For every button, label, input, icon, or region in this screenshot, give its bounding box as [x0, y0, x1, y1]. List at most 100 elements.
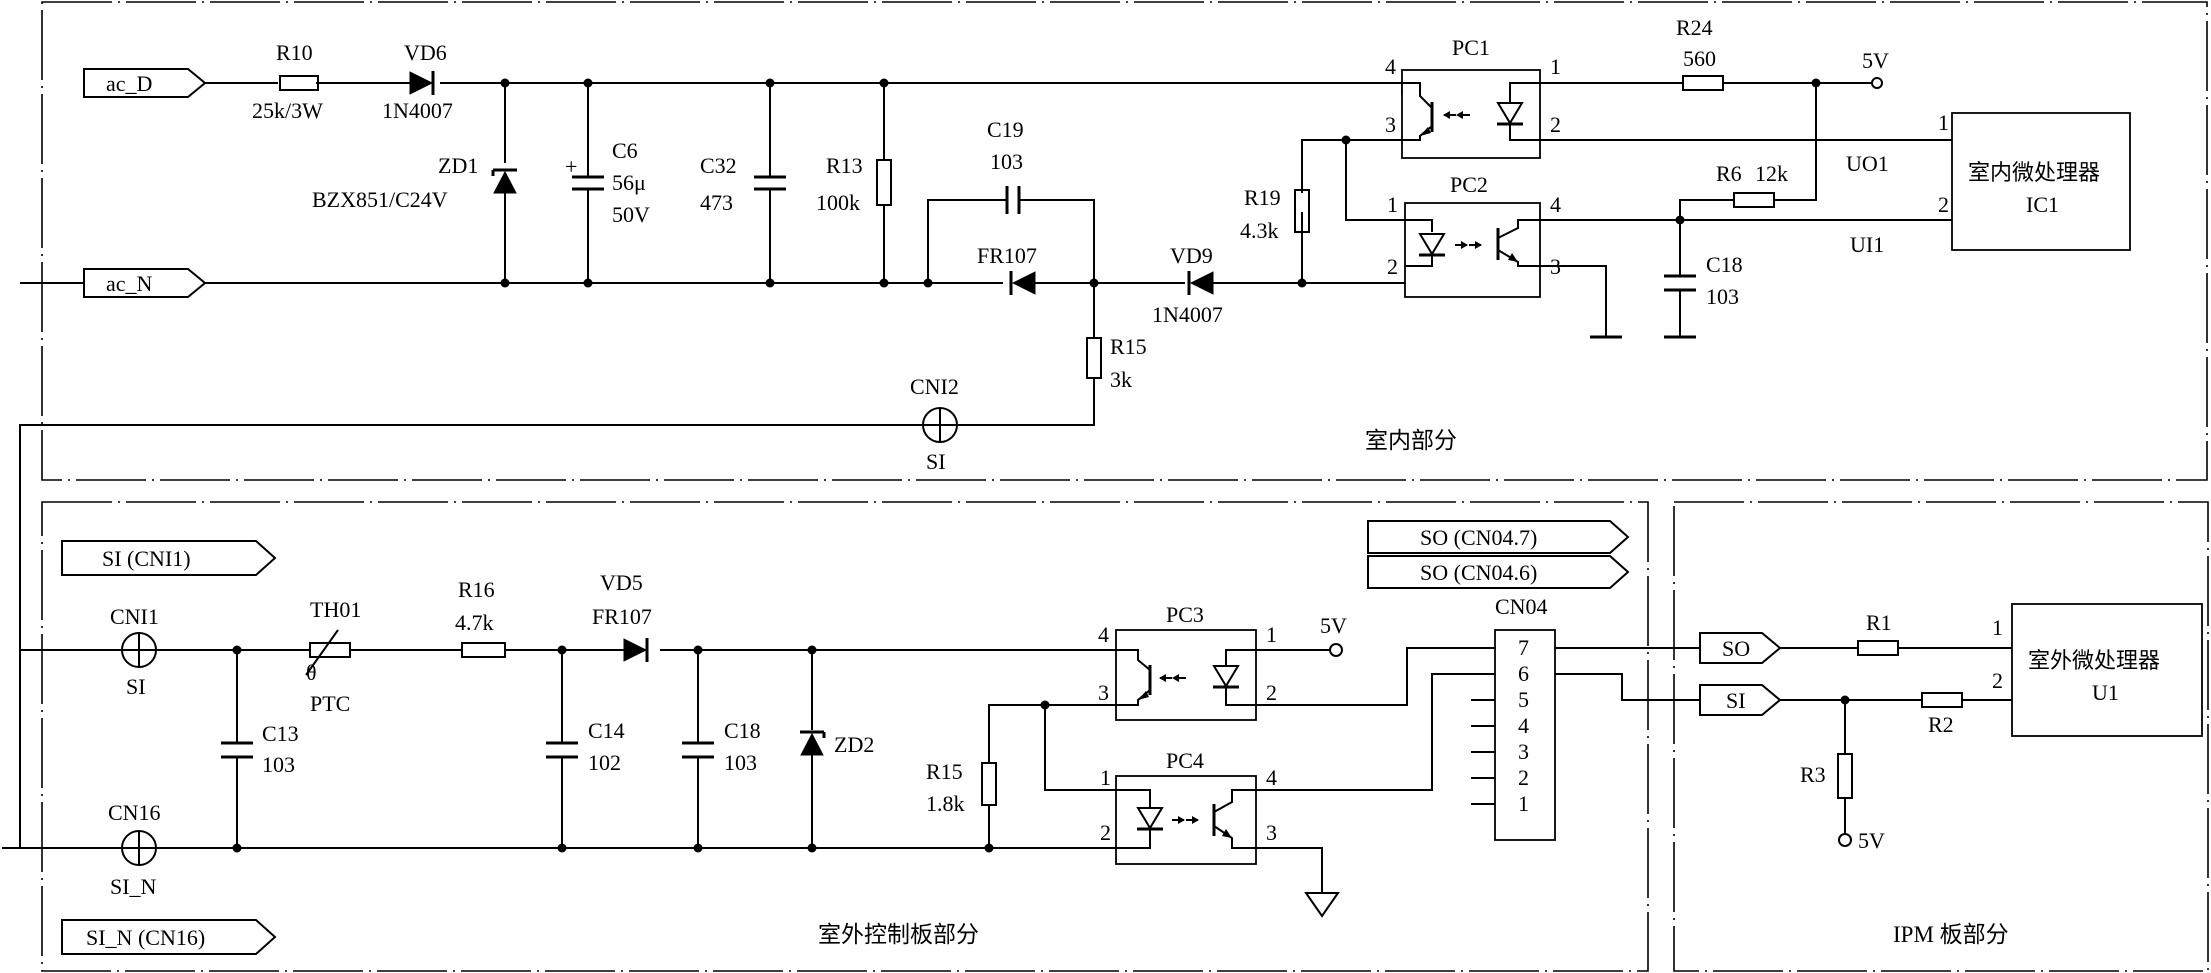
fr107-top-ref: FR107	[977, 243, 1037, 268]
cn04-pin-6: 6	[1518, 661, 1529, 686]
cni2-value: SI	[926, 449, 946, 474]
r16-value: 4.7k	[455, 610, 494, 635]
pc4-ref: PC4	[1166, 748, 1204, 773]
th01-theta: θ	[306, 660, 317, 685]
si-n-cn16-port: SI_N (CN16)	[61, 919, 277, 955]
indoor-section-border	[41, 1, 2208, 481]
capacitor-c6: + C6 56μ 50V	[565, 138, 650, 227]
c18-top-ref: C18	[1706, 252, 1743, 277]
vd9-ref: VD9	[1170, 243, 1213, 268]
r15-top-value: 3k	[1110, 367, 1132, 392]
ipm-section-border	[1673, 501, 2209, 972]
pc3-pin3: 3	[1098, 680, 1109, 705]
zd1-ref: ZD1	[438, 153, 478, 178]
capacitor-c18-top: C18 103	[1664, 252, 1743, 309]
r1-ref: R1	[1866, 610, 1892, 635]
optocoupler-pc4: PC4 1 2 4 3	[1100, 748, 1277, 865]
c6-ref: C6	[612, 138, 638, 163]
cn04-pin-2: 2	[1518, 765, 1529, 790]
c13-ref: C13	[262, 721, 299, 746]
supply-5v-pc3: 5V	[1320, 613, 1347, 657]
r13-value: 100k	[816, 190, 860, 215]
resistor-r1: R1	[1857, 610, 1899, 656]
cn04-pin-3: 3	[1518, 739, 1529, 764]
thermistor-th01: TH01 θ PTC	[305, 597, 361, 716]
ipm-si-port: SI	[1699, 684, 1782, 716]
so-cn04-6-label: SO (CN04.6)	[1420, 560, 1537, 585]
c18-top-value: 103	[1706, 284, 1739, 309]
pc1-pin1: 1	[1550, 54, 1561, 79]
pc2-pin1: 1	[1387, 192, 1398, 217]
r16-ref: R16	[458, 577, 495, 602]
diode-vd5: VD5 FR107	[592, 570, 652, 662]
diode-vd6: VD6 1N4007	[382, 40, 453, 123]
connector-cn04: CN04 7 6 5 4 3 2 1	[1494, 594, 1556, 841]
vd9-value: 1N4007	[1152, 302, 1223, 327]
ic1-indoor-mcu: 室内微处理器 IC1 1 2 UO1 UI1	[1846, 110, 2131, 257]
resistor-r15-top: R15 3k	[1086, 334, 1147, 392]
zd1-value: BZX851/C24V	[312, 187, 448, 212]
pc3-ref: PC3	[1166, 602, 1204, 627]
c14-value: 102	[588, 750, 621, 775]
r10-value: 25k/3W	[252, 98, 323, 123]
vd5-value: FR107	[592, 604, 652, 629]
pc4-pin4: 4	[1266, 765, 1277, 790]
c18-bottom-value: 103	[724, 750, 757, 775]
diode-vd9: VD9 1N4007	[1152, 243, 1223, 327]
c32-value: 473	[700, 190, 733, 215]
junctions-outdoor	[232, 645, 1050, 853]
diode-fr107-top: FR107	[977, 243, 1037, 295]
ic1-uo1: UO1	[1846, 151, 1889, 176]
indoor-section-label: 室内部分	[1365, 428, 1457, 453]
optocoupler-pc3: PC3 4 3 1 2	[1098, 602, 1277, 721]
pc4-pin3: 3	[1266, 820, 1277, 845]
r13-ref: R13	[826, 153, 863, 178]
ic1-ui1: UI1	[1850, 232, 1884, 257]
cn04-pin-7: 7	[1518, 635, 1529, 660]
c19-value: 103	[990, 149, 1023, 174]
pc2-pin3: 3	[1550, 254, 1561, 279]
connector-cni1: CNI1 SI	[110, 604, 159, 699]
pc2-pin2: 2	[1387, 254, 1398, 279]
resistor-r13: R13 100k	[816, 153, 892, 215]
supply-5v-r3-label: 5V	[1858, 828, 1885, 853]
th01-value: PTC	[310, 691, 350, 716]
indoor-wires	[19, 82, 1952, 849]
th01-ref: TH01	[310, 597, 361, 622]
cn16-value: SI_N	[110, 874, 157, 899]
so-cn04-7-port: SO (CN04.7)	[1367, 520, 1630, 554]
connector-cn16: CN16 SI_N	[108, 800, 161, 899]
ground-symbol-outdoor	[1304, 892, 1340, 918]
outdoor-control-section-label: 室外控制板部分	[818, 922, 979, 947]
zener-zd1: ZD1 BZX851/C24V	[312, 153, 517, 212]
resistor-r6: R6 12k	[1716, 161, 1788, 208]
cn04-pin-1: 1	[1518, 791, 1529, 816]
pc4-pin1: 1	[1100, 765, 1111, 790]
ic1-pin2: 2	[1938, 192, 1949, 217]
cn04-pin-4: 4	[1518, 713, 1529, 738]
r24-value: 560	[1683, 46, 1716, 71]
r6-ref: R6	[1716, 161, 1742, 186]
r19-value: 4.3k	[1240, 218, 1279, 243]
supply-5v-top: 5V	[1862, 48, 1889, 89]
ac-d-port: ac_D	[83, 68, 207, 98]
ic1-name: 室内微处理器	[1968, 160, 2100, 185]
pc3-pin1: 1	[1266, 622, 1277, 647]
zener-zd2: ZD2	[800, 730, 874, 757]
ic1-ref: IC1	[2026, 192, 2059, 217]
u1-pin1: 1	[1992, 615, 2003, 640]
junctions-indoor	[500, 78, 1821, 288]
u1-outdoor-mcu: 室外微处理器 U1 1 2	[1992, 603, 2203, 737]
zd2-ref: ZD2	[834, 732, 874, 757]
pc3-pin2: 2	[1266, 680, 1277, 705]
r6-value: 12k	[1755, 161, 1788, 186]
cni1-value: SI	[126, 674, 146, 699]
c6-value1: 56μ	[612, 170, 646, 195]
capacitor-c32: C32 473	[700, 153, 786, 215]
ac-n-port: ac_N	[83, 268, 207, 298]
pc2-pin4: 4	[1550, 192, 1561, 217]
ipm-so-label: SO	[1722, 636, 1750, 661]
pc2-ref: PC2	[1450, 172, 1488, 197]
vd5-ref: VD5	[600, 570, 643, 595]
